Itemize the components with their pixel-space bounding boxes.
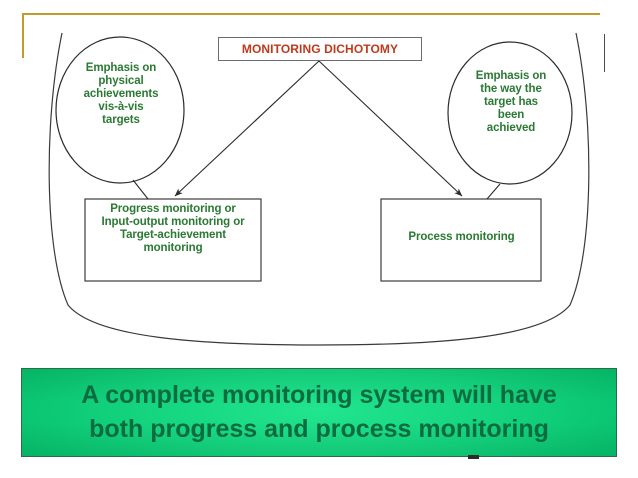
box-progress-monitoring-label: Progress monitoring or Input-output moni…: [101, 203, 245, 255]
box-process-monitoring: [380, 198, 542, 282]
arrow-title-to-progress: [174, 60, 320, 197]
connector-left-circle-to-box: [132, 179, 149, 200]
right-edge-rule: [604, 34, 605, 72]
circle-emphasis-physical-label: Emphasis on physical achievements vis-à-…: [83, 62, 159, 127]
circle-emphasis-physical: [55, 36, 185, 184]
arrow-title-to-process: [318, 60, 463, 197]
box-process-monitoring-label: Process monitoring: [408, 231, 515, 243]
summary-banner: A complete monitoring system will have b…: [21, 368, 617, 457]
gold-top-rule: [22, 13, 600, 15]
title-box: MONITORING DICHOTOMY: [218, 37, 422, 61]
circle-emphasis-way-label: Emphasis on the way the target has been …: [475, 70, 547, 135]
circle-emphasis-way: [447, 41, 573, 185]
outer-container-shape: [48, 32, 590, 346]
box-progress-monitoring: [84, 198, 262, 282]
banner-line-1: A complete monitoring system will have: [81, 381, 557, 409]
page-artifact-mark: [468, 455, 479, 459]
page-title: MONITORING DICHOTOMY: [241, 42, 399, 56]
connector-right-circle-to-box: [486, 183, 501, 200]
banner-line-2: both progress and process monitoring: [89, 414, 549, 443]
gold-left-rule: [22, 13, 24, 58]
